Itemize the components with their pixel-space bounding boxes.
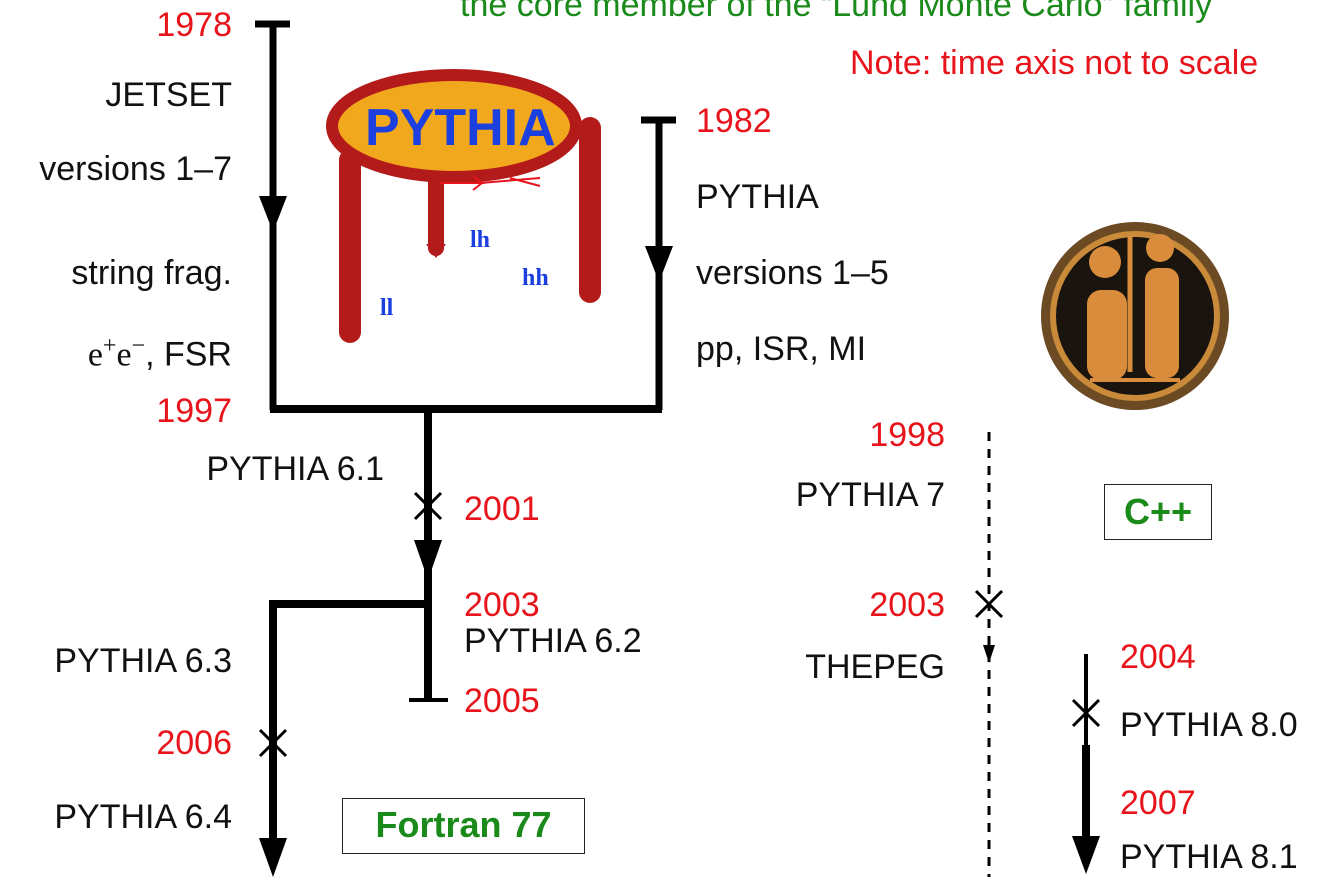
- pythia-tripod-logo: [326, 69, 601, 343]
- greek-vase-painting: [1041, 222, 1229, 410]
- cross-2006: [258, 728, 288, 758]
- pythia-early-year: 1982: [696, 102, 772, 140]
- cpp-box: C++: [1104, 484, 1212, 540]
- pythia-early-arrowhead: [645, 246, 673, 282]
- branch-6.3: [269, 600, 428, 842]
- year-2004: 2004: [1120, 638, 1196, 676]
- trunk-arrowhead: [414, 540, 442, 580]
- header-subtitle: the core member of the “Lund Monte Carlo…: [460, 0, 1213, 24]
- label-thepeg: THEPEG: [805, 648, 945, 686]
- year-2001: 2001: [464, 490, 540, 528]
- jetset-year: 1978: [156, 6, 232, 44]
- label-pythia-6.2: PYTHIA 6.2: [464, 622, 642, 660]
- label-pythia-6.4: PYTHIA 6.4: [54, 798, 232, 836]
- pythia7-arrowhead: [983, 645, 995, 663]
- year-1998: 1998: [869, 416, 945, 454]
- label-pythia-7: PYTHIA 7: [795, 476, 945, 514]
- cross-2001: [413, 491, 443, 521]
- year-2006: 2006: [156, 724, 232, 762]
- pythia-early-name: PYTHIA: [696, 178, 819, 216]
- year-2003-fortran: 2003: [464, 586, 540, 624]
- label-pythia-8.1: PYTHIA 8.1: [1120, 838, 1298, 876]
- jetset-versions: versions 1–7: [39, 150, 232, 188]
- pythia8-arrowhead: [1072, 836, 1100, 874]
- logo-label-lh: lh: [470, 227, 491, 253]
- fortran-77-box: Fortran 77: [342, 798, 585, 854]
- merge-year: 1997: [156, 392, 232, 430]
- jetset-arrowhead: [259, 196, 287, 232]
- pythia-early-physics: pp, ISR, MI: [696, 330, 867, 368]
- logo-label-ll: ll: [380, 295, 394, 321]
- cross-2007: [1071, 698, 1101, 728]
- logo-label-hh: hh: [522, 265, 549, 291]
- label-pythia-8.0: PYTHIA 8.0: [1120, 706, 1298, 744]
- jetset-name: JETSET: [105, 76, 232, 114]
- year-2007: 2007: [1120, 784, 1196, 822]
- logo-text: PYTHIA: [365, 99, 556, 157]
- year-2003-cpp: 2003: [869, 586, 945, 624]
- jetset-physics: string frag.: [71, 254, 232, 292]
- cross-2003-cpp: [974, 589, 1004, 619]
- label-pythia-6.3: PYTHIA 6.3: [54, 642, 232, 680]
- branch-arrowhead: [259, 838, 287, 877]
- scale-note: Note: time axis not to scale: [850, 44, 1259, 82]
- jetset-processes: e+e−, FSR: [87, 333, 232, 374]
- year-2005: 2005: [464, 682, 540, 720]
- label-pythia-6.1: PYTHIA 6.1: [206, 450, 384, 488]
- pythia-early-versions: versions 1–5: [696, 254, 889, 292]
